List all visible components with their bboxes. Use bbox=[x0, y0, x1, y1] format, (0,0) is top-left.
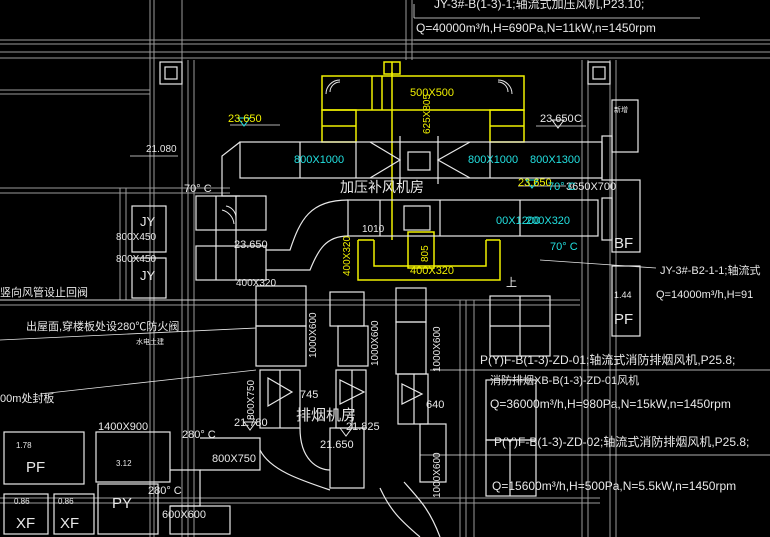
duct-right: 800X1300 bbox=[530, 154, 580, 166]
airflow-arcs bbox=[221, 79, 513, 225]
pf-tag-left: PF bbox=[26, 459, 45, 476]
pf-size-left: 1.78 bbox=[16, 441, 32, 450]
dim-1010: 1010 bbox=[362, 224, 385, 235]
xf-tag-2: XF bbox=[60, 515, 79, 532]
xf-tag-1: XF bbox=[16, 515, 35, 532]
exhaust-ducts bbox=[169, 285, 551, 537]
py-size: 3.12 bbox=[116, 459, 132, 468]
fan-title: JY-3#-B(1-3)-1;轴流式加压风机,P23.10; bbox=[434, 0, 644, 11]
duct-1400x900: 1400X900 bbox=[98, 421, 148, 433]
fan-spec: Q=40000m³/h,H=690Pa,N=11kW,n=1450rpm bbox=[416, 21, 656, 35]
supply-room-name: 加压补风机房 bbox=[340, 179, 424, 195]
duct-f: 745 bbox=[300, 389, 318, 401]
note-small: 水电土建 bbox=[136, 337, 164, 346]
leader-lines bbox=[0, 4, 770, 456]
temp-70-right: 70° C bbox=[550, 241, 578, 253]
duct-bottom: 400X320 bbox=[410, 265, 454, 277]
note-check-valve: 竖向风管设止回阀 bbox=[0, 285, 88, 299]
exhaust1-spec: Q=36000m³/h,H=980Pa,N=15kW,n=1450rpm bbox=[490, 397, 731, 411]
jy-tag-1: JY bbox=[140, 214, 156, 229]
duct-g: 640 bbox=[426, 399, 444, 411]
equipment-boxes bbox=[3, 99, 641, 535]
temp-70-left: 70° C bbox=[184, 183, 212, 195]
duct-h: 1000X600 bbox=[432, 452, 443, 498]
duct-lower: 00X1200 bbox=[496, 215, 540, 227]
xf-size-2: 0.86 bbox=[58, 497, 74, 506]
py-tag: PY bbox=[112, 495, 132, 512]
duct-805: 805 bbox=[420, 245, 431, 262]
duct-a: 1000X600 bbox=[308, 312, 319, 358]
elev-b: 21.825 bbox=[346, 421, 380, 433]
elev-center: 23.650 bbox=[518, 177, 552, 189]
right-duct: 3650X700 bbox=[566, 181, 616, 193]
elev-a: 21.780 bbox=[234, 417, 268, 429]
elevation-markers bbox=[237, 117, 565, 437]
exhaust-room-name: 排烟机房 bbox=[296, 407, 356, 424]
temp-70-mid: 70° C bbox=[548, 181, 576, 193]
elev-lower: 23.650 bbox=[234, 239, 268, 251]
duct-e: 1000X600 bbox=[432, 326, 443, 372]
labels: JY-3#-B(1-3)-1;轴流式加压风机,P23.10; Q=40000m³… bbox=[0, 0, 760, 532]
duct-bottom-vert: 400X320 bbox=[342, 236, 353, 276]
structural-columns bbox=[159, 61, 611, 85]
arrow-up-label: 上 bbox=[506, 276, 517, 289]
fan2-spec: Q=14000m³/h,H=91 bbox=[656, 289, 753, 301]
xf-size-1: 0.86 bbox=[14, 497, 30, 506]
note-seal: 00m处封板 bbox=[0, 391, 54, 405]
duct-mid: 800X1000 bbox=[468, 154, 518, 166]
pf-size-right: 1.44 bbox=[614, 290, 632, 300]
jy-tag-2: JY bbox=[140, 268, 156, 283]
temp-280-b: 280° C bbox=[148, 485, 182, 497]
elev-left: 23.650 bbox=[228, 113, 262, 125]
exhaust1-title: P(Y)F-B(1-3)-ZD-01;轴流式消防排烟风机,P25.8; bbox=[480, 352, 735, 367]
exhaust1-sub: 消防排烟XB-B(1-3)-ZD-01风机 bbox=[490, 373, 639, 387]
fan2-title: JY-3#-B2-1-1;轴流式 bbox=[660, 263, 760, 277]
note-fire-damper: 出屋面,穿楼板处设280℃防火阀 bbox=[26, 319, 179, 333]
jy-size-2: 800X450 bbox=[116, 254, 156, 265]
duct-vertical: 625X805 bbox=[422, 94, 433, 134]
pf-tag-right: PF bbox=[614, 311, 633, 328]
exhaust2-title: P(Y)F-B(1-3)-ZD-02;轴流式消防排烟风机,P25.8; bbox=[494, 434, 749, 449]
small-text-right: 新增 bbox=[614, 105, 628, 114]
supply-duct-white bbox=[195, 135, 613, 281]
level-mark: 21.080 bbox=[146, 144, 177, 155]
duct-600x600: 600X600 bbox=[162, 509, 206, 521]
supply-duct-yellow bbox=[321, 61, 525, 281]
duct-b: 1000X600 bbox=[370, 320, 381, 366]
duct-c: 800X750 bbox=[246, 380, 257, 420]
exhaust2-spec: Q=15600m³/h,H=500Pa,N=5.5kW,n=1450rpm bbox=[492, 479, 736, 493]
duct-d: 800X750 bbox=[212, 453, 256, 465]
duct-diag: 400X320 bbox=[236, 278, 276, 289]
jy-size-1: 800X450 bbox=[116, 232, 156, 243]
bf-tag: BF bbox=[614, 235, 633, 252]
elev-right-suffix: C bbox=[574, 113, 582, 125]
temp-280: 280° C bbox=[182, 429, 216, 441]
duct-left: 800X1000 bbox=[294, 154, 344, 166]
elev-c: 21.650 bbox=[320, 439, 354, 451]
duct-lower-b: 200X320 bbox=[526, 215, 570, 227]
elev-right: 23.650 bbox=[540, 113, 574, 125]
duct-top: 500X500 bbox=[410, 87, 454, 99]
